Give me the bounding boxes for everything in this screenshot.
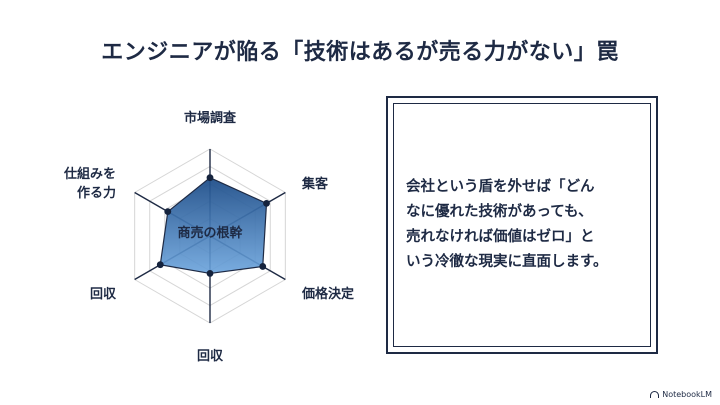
- quote-line: いう冷徹な現実に直面します。: [406, 254, 608, 270]
- radar-axis-label-line: 作る力: [77, 185, 116, 201]
- radar-axis-label-line: 価格決定: [301, 286, 354, 302]
- notebooklm-logo-icon: [650, 391, 660, 398]
- radar-data-point: [206, 174, 214, 182]
- brand-watermark: NotebookLM: [650, 390, 712, 399]
- radar-axis-label-line: 仕組みを: [63, 166, 116, 182]
- radar-axis-label-line: 集客: [301, 176, 329, 192]
- quote-text: 会社という盾を外せば「どん なに優れた技術があっても、 売れなければ価値はゼロ」…: [406, 175, 638, 275]
- radar-axis-label-line: 市場調査: [184, 110, 237, 126]
- quote-line: なに優れた技術があっても、: [406, 204, 593, 220]
- quote-line: 会社という盾を外せば「どん: [406, 179, 595, 195]
- radar-axis-label-line: 回収: [90, 287, 117, 302]
- radar-axis-label-line: 回収: [197, 349, 224, 364]
- radar-axis-label: 仕組みを作る力: [63, 166, 116, 201]
- radar-axis-label: 集客: [301, 176, 329, 192]
- radar-axis-label: 価格決定: [301, 286, 354, 302]
- brand-name: NotebookLM: [662, 390, 712, 399]
- quote-line: 売れなければ価値はゼロ」と: [406, 229, 595, 245]
- radar-axis-label: 回収: [90, 287, 117, 302]
- slide-title: エンジニアが陥る「技術はあるが売る力がない」罠: [101, 40, 619, 65]
- radar-data-points: [156, 174, 270, 277]
- radar-data-point: [164, 208, 172, 216]
- radar-data-point: [156, 261, 164, 269]
- quote-box: 会社という盾を外せば「どん なに優れた技術があっても、 売れなければ価値はゼロ」…: [386, 96, 658, 354]
- radar-data-point: [259, 263, 267, 270]
- radar-axis-label: 回収: [197, 349, 224, 364]
- radar-center-label: 商売の根幹: [177, 225, 243, 241]
- radar-data-point: [263, 199, 270, 207]
- radar-data-point: [206, 270, 214, 277]
- radar-axis-label: 市場調査: [184, 110, 237, 126]
